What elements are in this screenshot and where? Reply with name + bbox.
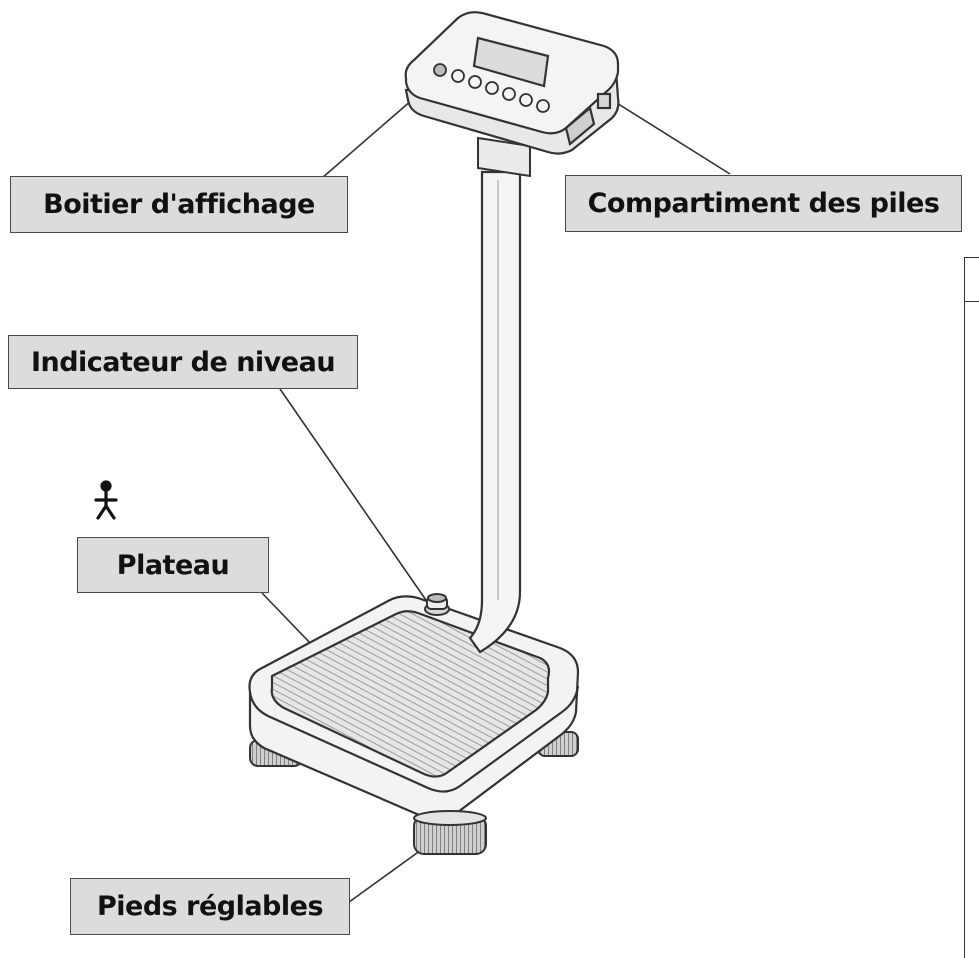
column-bracket (477, 136, 531, 178)
platform-base (248, 595, 580, 822)
leader-display (321, 99, 413, 179)
display-box (404, 11, 620, 155)
label-platform: Plateau (77, 537, 269, 593)
label-display-box: Boitier d'affichage (10, 176, 348, 233)
adjacent-panel-tab (964, 257, 979, 302)
adjacent-panel-border (964, 257, 979, 958)
level-bubble (424, 593, 450, 616)
label-battery-compartment: Compartiment des piles (565, 175, 962, 232)
leader-feet (344, 844, 429, 906)
front-foot (413, 810, 487, 855)
leader-battery (611, 99, 731, 175)
person-icon (94, 480, 118, 520)
label-level-indicator: Indicateur de niveau (8, 335, 358, 389)
column (468, 170, 522, 654)
label-adjustable-feet: Pieds réglables (70, 878, 350, 935)
leader-level (279, 388, 429, 604)
